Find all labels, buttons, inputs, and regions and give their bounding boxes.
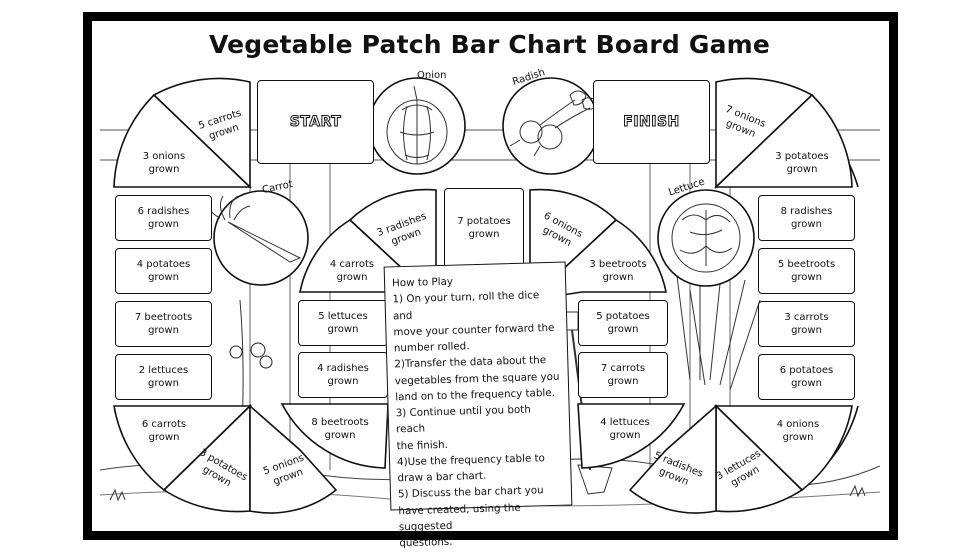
- instruction-line: 3) Continue until you both reach: [395, 403, 531, 436]
- board-square[interactable]: 7 beetroots grown: [115, 301, 212, 347]
- segment-label[interactable]: 4 carrots grown: [329, 259, 375, 283]
- board-square[interactable]: 6 radishes grown: [115, 195, 212, 241]
- sector-bottom-left-a: [113, 405, 252, 492]
- board-square[interactable]: 2 lettuces grown: [115, 354, 212, 400]
- sector-bottom-left-c: [249, 404, 338, 514]
- instruction-line: have created, using the suggested: [398, 501, 521, 534]
- page-title: Vegetable Patch Bar Chart Board Game: [208, 30, 771, 59]
- board-square[interactable]: 7 potatoes grown: [444, 188, 524, 268]
- board-square[interactable]: 6 potatoes grown: [758, 354, 855, 400]
- instruction-line: questions.: [399, 536, 453, 550]
- segment-label[interactable]: 4 lettuces grown: [600, 417, 650, 441]
- segment-label[interactable]: 3 beetroots grown: [589, 259, 647, 283]
- finish-square[interactable]: FINISH: [593, 80, 710, 164]
- instruction-line: 1) On your turn, roll the dice and: [392, 289, 540, 322]
- finish-label: FINISH: [623, 114, 680, 131]
- sector-inner-bottom-left: [280, 403, 389, 469]
- radish-circle: [502, 77, 600, 175]
- sector-bottom-right-a: [714, 405, 853, 492]
- segment-label[interactable]: 3 onions grown: [142, 151, 186, 175]
- sector-bottom-left-b: [162, 404, 251, 513]
- sector-bottom-right-b: [715, 404, 804, 513]
- start-square[interactable]: START: [257, 80, 374, 164]
- onion-label: Onion: [417, 70, 447, 81]
- start-label: START: [289, 114, 342, 131]
- segment-label[interactable]: 3 potatoes grown: [775, 151, 829, 175]
- board-square[interactable]: 8 radishes grown: [758, 195, 855, 241]
- board-square[interactable]: 4 potatoes grown: [115, 248, 212, 294]
- sector-top-right-b: [714, 93, 853, 188]
- sector-top-left-b: [113, 93, 252, 188]
- board-square[interactable]: 5 potatoes grown: [578, 300, 668, 346]
- segment-label[interactable]: 4 onions grown: [776, 419, 820, 443]
- board-square[interactable]: 4 radishes grown: [298, 352, 388, 398]
- how-to-play-card: How to Play 1) On your turn, roll the di…: [383, 261, 573, 550]
- board-square[interactable]: 5 lettuces grown: [298, 300, 388, 346]
- sector-top-right-a: [715, 77, 814, 189]
- board-square[interactable]: 7 carrots grown: [578, 352, 668, 398]
- sector-inner-bottom-right: [577, 403, 686, 469]
- sector-top-left-a: [152, 77, 251, 189]
- segment-label[interactable]: 8 beetroots grown: [311, 417, 369, 441]
- board-square[interactable]: 5 beetroots grown: [758, 248, 855, 294]
- sector-bottom-right-c: [628, 404, 717, 514]
- segment-label[interactable]: 6 carrots grown: [141, 419, 187, 443]
- board-square[interactable]: 3 carrots grown: [758, 301, 855, 347]
